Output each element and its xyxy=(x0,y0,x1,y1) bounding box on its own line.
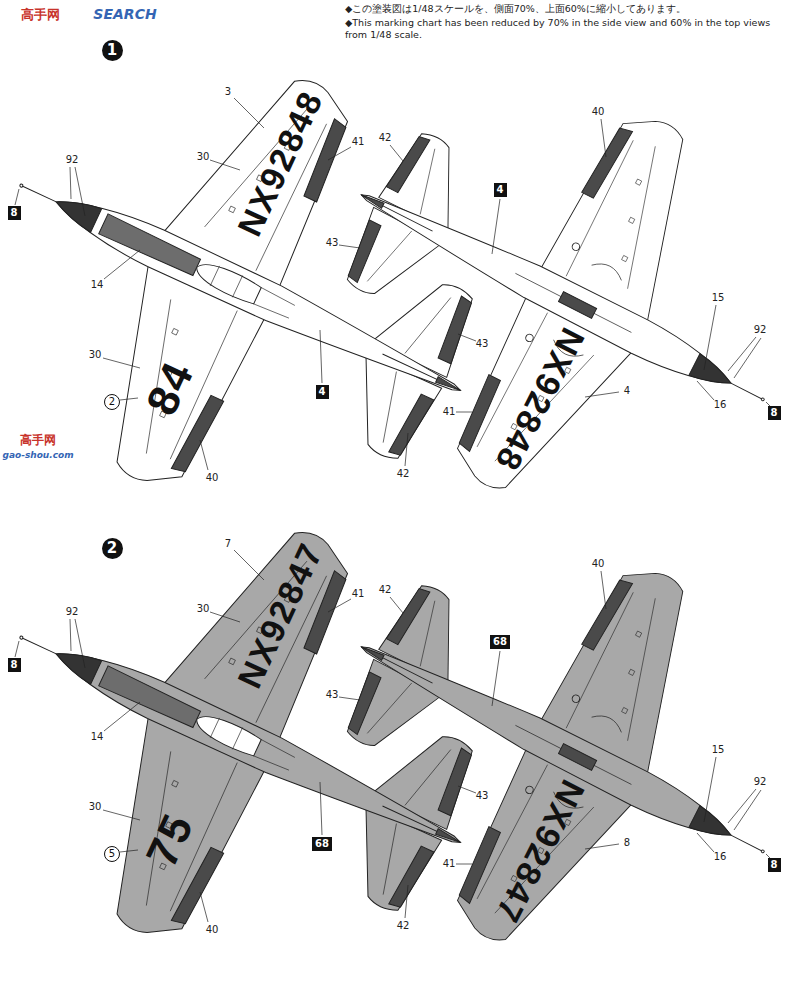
boxed-callout: 8 xyxy=(768,858,781,872)
callout-number: 40 xyxy=(206,473,219,483)
watermark: gao-shou.com xyxy=(2,451,73,460)
circled-callout: 2 xyxy=(104,394,120,410)
circled-callout: 5 xyxy=(104,846,120,862)
callout-number: 41 xyxy=(443,407,456,417)
callout-number: 4 xyxy=(319,387,326,397)
callout-number: 8 xyxy=(11,660,18,670)
callout-number: 43 xyxy=(476,339,489,349)
callout-number: 8 xyxy=(771,860,778,870)
callout-number: 43 xyxy=(326,238,339,248)
watermark: 高手网 xyxy=(20,434,56,446)
panel-number: 2 xyxy=(102,538,123,559)
callout-number: 40 xyxy=(206,925,219,935)
leader-lines xyxy=(15,98,770,922)
aircraft-bottom-view xyxy=(270,15,803,580)
callout-number: 68 xyxy=(493,637,507,647)
boxed-callout: 4 xyxy=(316,385,329,399)
callout-number: 3 xyxy=(225,87,231,97)
boxed-callout: 68 xyxy=(490,635,510,649)
callout-number: 42 xyxy=(379,585,392,595)
callout-number: 41 xyxy=(352,137,365,147)
boxed-callout: 8 xyxy=(8,206,21,220)
callout-number: 41 xyxy=(352,589,365,599)
callout-number: 14 xyxy=(91,280,104,290)
boxed-callout: 8 xyxy=(768,406,781,420)
callout-number: 43 xyxy=(326,690,339,700)
callout-number: 8 xyxy=(624,838,630,848)
callout-number: 92 xyxy=(754,777,767,787)
callout-number: 8 xyxy=(771,408,778,418)
callout-number: 30 xyxy=(197,152,210,162)
boxed-callout: 68 xyxy=(312,837,332,851)
callout-number: 4 xyxy=(497,185,504,195)
callout-number: 30 xyxy=(89,802,102,812)
callout-number: 30 xyxy=(89,350,102,360)
callout-number: 8 xyxy=(11,208,18,218)
callout-number: 42 xyxy=(397,921,410,931)
watermark: SEARCH xyxy=(93,7,156,21)
callout-number: 68 xyxy=(315,839,329,849)
watermark: 高手网 xyxy=(21,8,60,21)
callout-number: 40 xyxy=(592,107,605,117)
panel-number: 1 xyxy=(102,40,123,61)
callout-number: 42 xyxy=(397,469,410,479)
callout-number: 40 xyxy=(592,559,605,569)
callout-number: 15 xyxy=(712,293,725,303)
callout-number: 16 xyxy=(714,400,727,410)
callout-number: 7 xyxy=(225,539,231,549)
scale-note: ◆This marking chart has been reduced by … xyxy=(345,17,790,42)
callout-number: 92 xyxy=(66,155,79,165)
callout-number: 92 xyxy=(66,607,79,617)
aircraft-bottom-view xyxy=(270,467,803,990)
callout-number: 43 xyxy=(476,791,489,801)
callout-number: 42 xyxy=(379,133,392,143)
callout-number: 15 xyxy=(712,745,725,755)
boxed-callout: 8 xyxy=(8,658,21,672)
callout-number: 16 xyxy=(714,852,727,862)
callout-number: 4 xyxy=(624,386,630,396)
callout-number: 92 xyxy=(754,325,767,335)
aircraft-top-view xyxy=(0,0,552,587)
callout-number: 30 xyxy=(197,604,210,614)
callout-number: 2 xyxy=(109,397,115,407)
callout-number: 14 xyxy=(91,732,104,742)
callout-number: 5 xyxy=(109,849,115,859)
boxed-callout: 4 xyxy=(494,183,507,197)
callout-number: 1 xyxy=(107,43,117,58)
callout-number: 41 xyxy=(443,859,456,869)
scale-note: ◆この塗装図は1/48スケールを、側面70%、上面60%に縮小してあります。 xyxy=(345,3,790,15)
callout-number: 2 xyxy=(107,541,117,556)
